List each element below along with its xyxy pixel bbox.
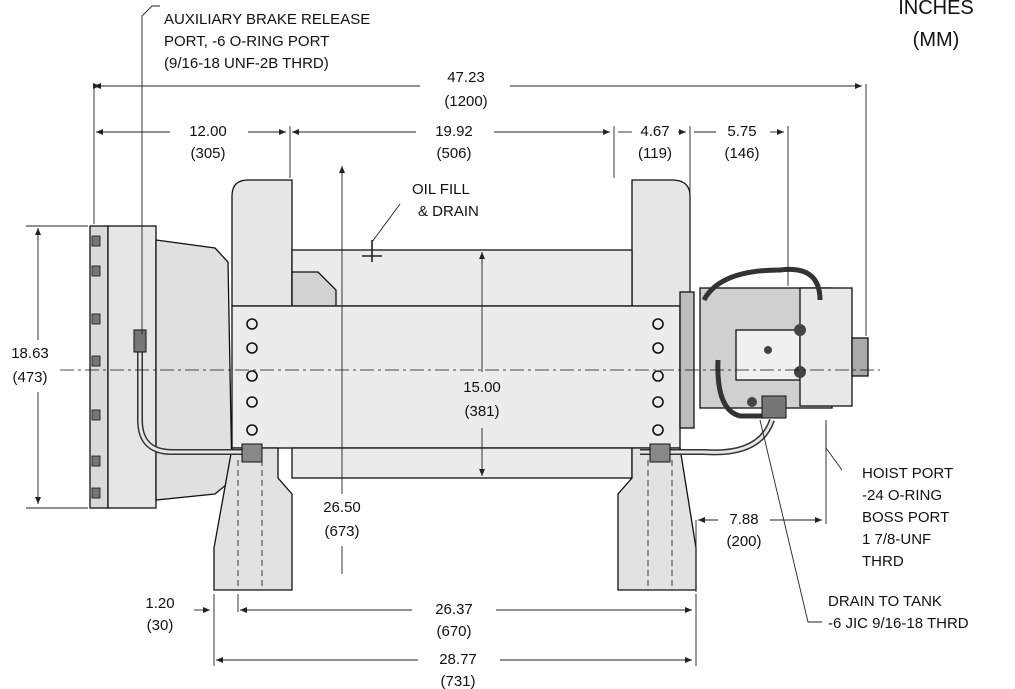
hoist-port-line2: -24 O-RING: [862, 487, 942, 504]
left-bolts: [91, 235, 101, 499]
callout-hoist-port: HOIST PORT -24 O-RING BOSS PORT 1 7/8-UN…: [862, 465, 953, 570]
dim-bolt-span-mm: (670): [436, 623, 471, 640]
motor-valve-block: [735, 329, 801, 381]
aux-brake-line3: (9/16-18 UNF-2B THRD): [164, 55, 329, 72]
dim-motor-height-in: 18.63: [11, 345, 49, 362]
left-foot: [213, 447, 293, 591]
hoist-port-line5: THRD: [862, 553, 904, 570]
drum-notch: [291, 271, 337, 307]
hoist-port-line4: 1 7/8-UNF: [862, 531, 931, 548]
dim-motor-height-mm: (473): [12, 369, 47, 386]
unit-label: INCHES (MM): [898, 0, 974, 51]
dim-foot-offset-in: 1.20: [145, 595, 174, 612]
dimension-values: 47.23 (1200) 12.00 (305) 19.92 (506) 4.6…: [11, 69, 761, 689]
motor-ports: [747, 324, 806, 407]
dim-base-span-mm: (731): [440, 673, 475, 689]
hose-fitting-right: [649, 443, 671, 463]
dim-foot-offset-mm: (30): [147, 617, 174, 634]
winch-body: [89, 179, 869, 591]
dim-drum-width-in: 19.92: [435, 123, 473, 140]
dim-bolt-span-in: 26.37: [435, 601, 473, 618]
left-foot-hidden: [237, 460, 263, 590]
dim-base-span-in: 28.77: [439, 651, 477, 668]
motor-hose-down: [715, 359, 770, 419]
dim-drum-width-mm: (506): [436, 145, 471, 162]
dim-hoist-port-offset-mm: (200): [726, 533, 761, 550]
aux-brake-line1: AUXILIARY BRAKE RELEASE: [164, 11, 370, 28]
dim-drum-dia-in: 15.00: [463, 379, 501, 396]
dim-overall-in: 47.23: [447, 69, 485, 86]
brake-housing-plate: [107, 225, 157, 509]
aux-fitting: [133, 329, 147, 353]
aux-brake-leader: [141, 5, 160, 334]
hoist-port-line3: BOSS PORT: [862, 509, 949, 526]
left-drum-flange: [231, 179, 293, 307]
callout-oil-fill: OIL FILL & DRAIN: [412, 181, 479, 220]
dim-hoist-port-offset-in: 7.88: [729, 511, 758, 528]
motor-end-cap: [851, 337, 869, 377]
dim-right-flange-in: 4.67: [640, 123, 669, 140]
dimension-lines: [26, 83, 867, 666]
left-hose-inner: [138, 348, 262, 454]
motor-fitting: [761, 395, 787, 419]
dim-motor-offset-in: 5.75: [727, 123, 756, 140]
hoist-port-line1: HOIST PORT: [862, 465, 953, 482]
dim-right-flange-mm: (119): [638, 145, 672, 162]
drain-tank-line2: -6 JIC 9/16-18 THRD: [828, 615, 969, 632]
frame-box: [231, 305, 681, 449]
hoist-port-leader: [825, 420, 843, 471]
oil-fill-line1: OIL FILL: [412, 181, 470, 198]
drain-tank-line1: DRAIN TO TANK: [828, 593, 942, 610]
unit-label-inches: INCHES: [898, 0, 974, 19]
unit-label-mm: (MM): [913, 29, 960, 51]
dim-left-offset-mm: (305): [190, 145, 225, 162]
frame-bolt-holes: [246, 318, 664, 436]
oil-fill-line2: & DRAIN: [418, 203, 479, 220]
drum: [291, 249, 633, 307]
dim-flange-dia-mm: (673): [324, 523, 359, 540]
dim-left-offset-in: 12.00: [189, 123, 227, 140]
callout-aux-brake: AUXILIARY BRAKE RELEASE PORT, -6 O-RING …: [164, 11, 370, 72]
oil-fill-leader: [371, 203, 401, 243]
dim-overall-mm: (1200): [444, 93, 487, 110]
right-hose-inner: [640, 419, 774, 454]
dim-flange-dia-in: 26.50: [323, 499, 361, 516]
aux-brake-line2: PORT, -6 O-RING PORT: [164, 33, 329, 50]
right-drum-flange: [631, 179, 691, 307]
drain-tank-leader: [759, 419, 822, 623]
hose-fitting-left: [241, 443, 263, 463]
motor-tube: [701, 266, 823, 302]
leader-lines: [141, 5, 843, 623]
dim-drum-dia-mm: (381): [464, 403, 499, 420]
lower-drum: [291, 447, 633, 479]
dim-motor-offset-mm: (146): [724, 145, 759, 162]
right-foot-hidden: [647, 460, 673, 590]
right-foot: [617, 447, 697, 591]
motor-housing: [799, 287, 853, 407]
motor-mount: [679, 291, 695, 429]
callout-drain-tank: DRAIN TO TANK -6 JIC 9/16-18 THRD: [828, 593, 969, 632]
